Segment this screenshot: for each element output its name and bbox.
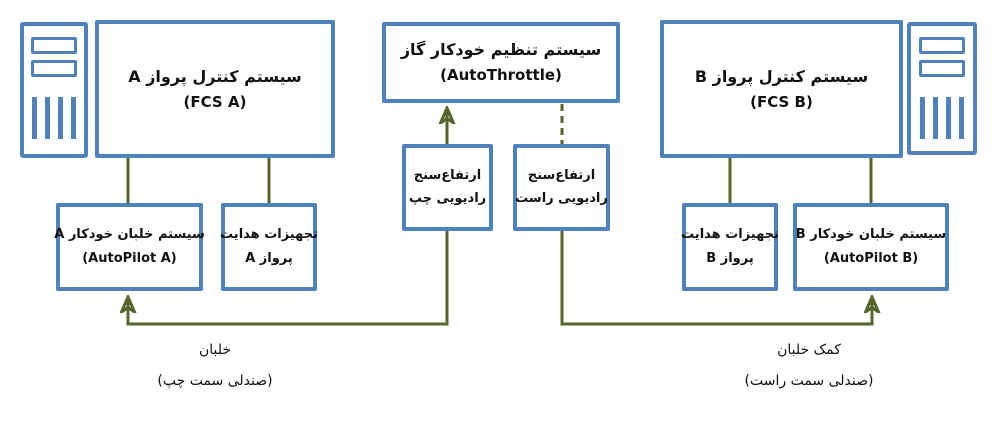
box-autopilot-b: سیستم خلبان خودکار B (AutoPilot B) [793,203,949,291]
tower-drive-slot [31,37,77,54]
fge-a-label-line1: تجهیزات هدایت [220,227,318,243]
autothrottle-label-en: (AutoThrottle) [440,66,562,85]
box-flight-guidance-b: تجهیزات هدایت پرواز B [681,203,779,291]
box-flight-guidance-a: تجهیزات هدایت پرواز A [220,203,318,291]
box-autothrottle: سیستم تنظیم خودکار گاز (AutoThrottle) [382,22,620,103]
autothrottle-label-fa: سیستم تنظیم خودکار گاز [400,40,602,60]
connector-raright-autopilotb-arrow [560,231,872,326]
box-autopilot-a: سیستم خلبان خودکار A (AutoPilot A) [54,203,205,291]
box-radio-altimeter-left: ارتفاع‌سنج رادیویی چپ [402,144,493,231]
ra-right-label-line2: رادیویی راست [515,191,608,206]
autopilot-a-label-en: (AutoPilot A) [82,250,177,266]
fcs-b-label-en: (FCS B) [750,92,813,111]
pilot-caption-line1: خلبان [198,342,232,358]
computer-tower-icon [907,22,977,155]
caption-pilot: خلبان (صندلی سمت چپ) [105,340,325,391]
ra-left-label-line1: ارتفاع‌سنج [413,167,482,183]
fge-a-label-line2: پرواز A [245,250,293,266]
tower-drive-slot [919,37,965,54]
copilot-caption-line1: کمک خلبان [777,342,841,358]
copilot-caption-line2: (صندلی سمت راست) [744,373,874,389]
box-fcs-b: سیستم کنترل پرواز B (FCS B) [660,20,903,158]
box-fcs-a: سیستم کنترل پرواز A (FCS A) [95,20,335,158]
fcs-b-label-fa: سیستم کنترل پرواز B [694,66,869,86]
tower-drive-slot [31,60,77,77]
computer-tower-icon [20,22,88,158]
fcs-a-label-en: (FCS A) [183,92,247,111]
ra-right-label-line1: ارتفاع‌سنج [527,167,596,183]
tower-vents [920,97,964,139]
fge-b-label-line2: پرواز B [706,250,754,266]
fcs-a-label-fa: سیستم کنترل پرواز A [128,66,302,86]
box-radio-altimeter-right: ارتفاع‌سنج رادیویی راست [513,144,610,231]
tower-vents [32,97,76,139]
fge-b-label-line1: تجهیزات هدایت [681,227,779,243]
connector-raleft-autopilota-arrow [128,231,449,326]
caption-copilot: کمک خلبان (صندلی سمت راست) [699,340,919,391]
autopilot-b-label-fa: سیستم خلبان خودکار B [795,227,947,243]
ra-left-label-line2: رادیویی چپ [408,191,487,206]
tower-drive-slot [919,60,965,77]
autopilot-b-label-en: (AutoPilot B) [823,250,919,266]
autopilot-a-label-fa: سیستم خلبان خودکار A [54,227,205,243]
pilot-caption-line2: (صندلی سمت چپ) [157,373,273,389]
